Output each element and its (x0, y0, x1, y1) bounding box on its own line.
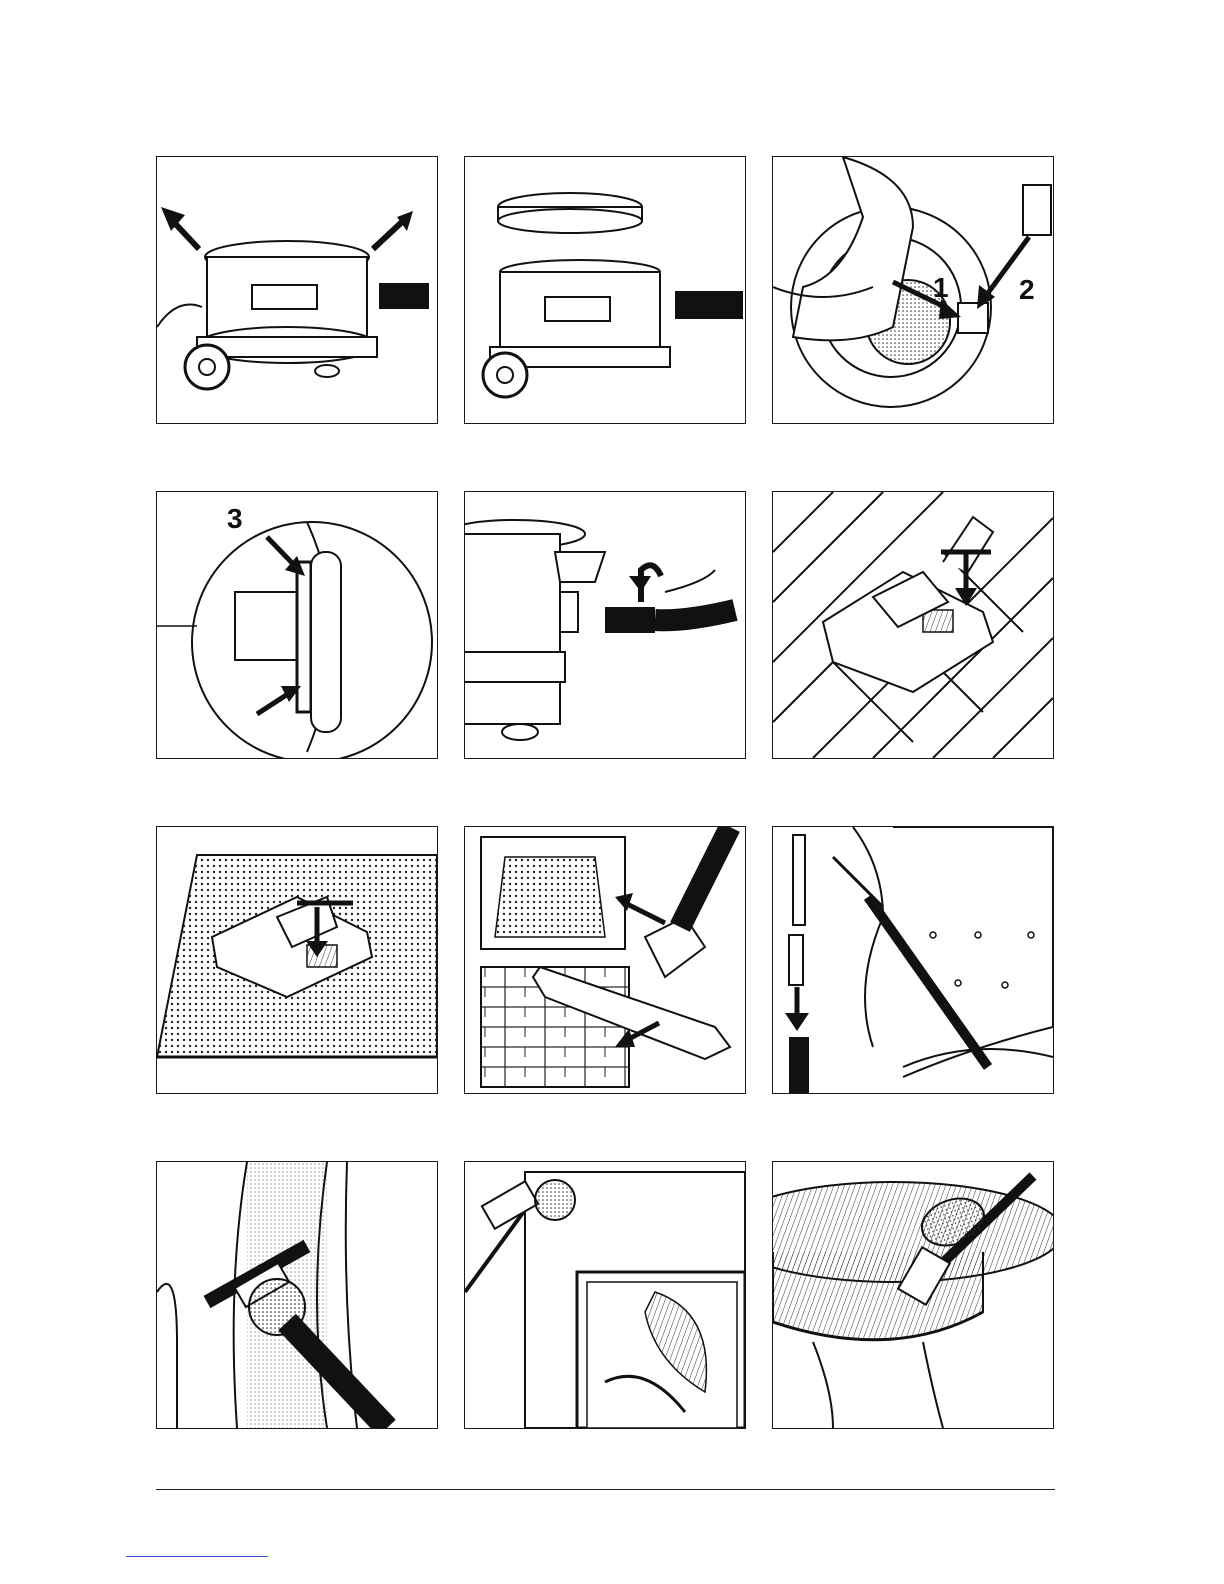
footer-rule (156, 1489, 1055, 1490)
step-3-label-1: 1 (933, 272, 949, 303)
bottom-link-underline (126, 1556, 268, 1557)
step-5-attach-hose (464, 491, 746, 759)
step-11-brush-frame (464, 1161, 746, 1429)
step-4-bag-flange-detail: 3 (156, 491, 438, 759)
step-6-nozzle-hard-floor (772, 491, 1054, 759)
step-4-label-3: 3 (227, 503, 243, 534)
step-3-label-2: 2 (1019, 274, 1035, 305)
step-2-remove-lid (464, 156, 746, 424)
step-3-remove-dust-bag: 1 2 (772, 156, 1054, 424)
step-9-extension-tube-upholstery (772, 826, 1054, 1094)
step-10-brush-curtains (156, 1161, 438, 1429)
step-8-combination-nozzle (464, 826, 746, 1094)
step-1-open-lid-clips (156, 156, 438, 424)
step-7-nozzle-carpet (156, 826, 438, 1094)
step-12-brush-table (772, 1161, 1054, 1429)
